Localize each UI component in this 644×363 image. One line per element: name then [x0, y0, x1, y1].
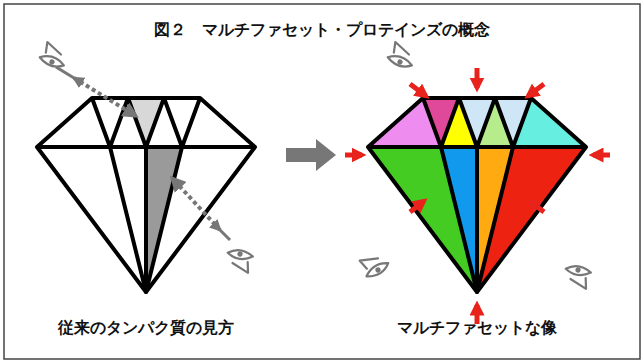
diagram-title: 図２ マルチファセット・プロテインズの概念 [154, 20, 490, 41]
frame [4, 4, 640, 359]
caption-label: マルチファセットな像 [397, 318, 557, 339]
red-arrows [345, 68, 610, 324]
view-arrows [38, 42, 255, 273]
eye-icons [360, 42, 593, 289]
plain-diamond [37, 98, 255, 292]
caption-label: 従来のタンパク質の見方 [58, 318, 234, 339]
multifacet-diamond [368, 98, 586, 292]
transition-arrow [286, 139, 336, 171]
